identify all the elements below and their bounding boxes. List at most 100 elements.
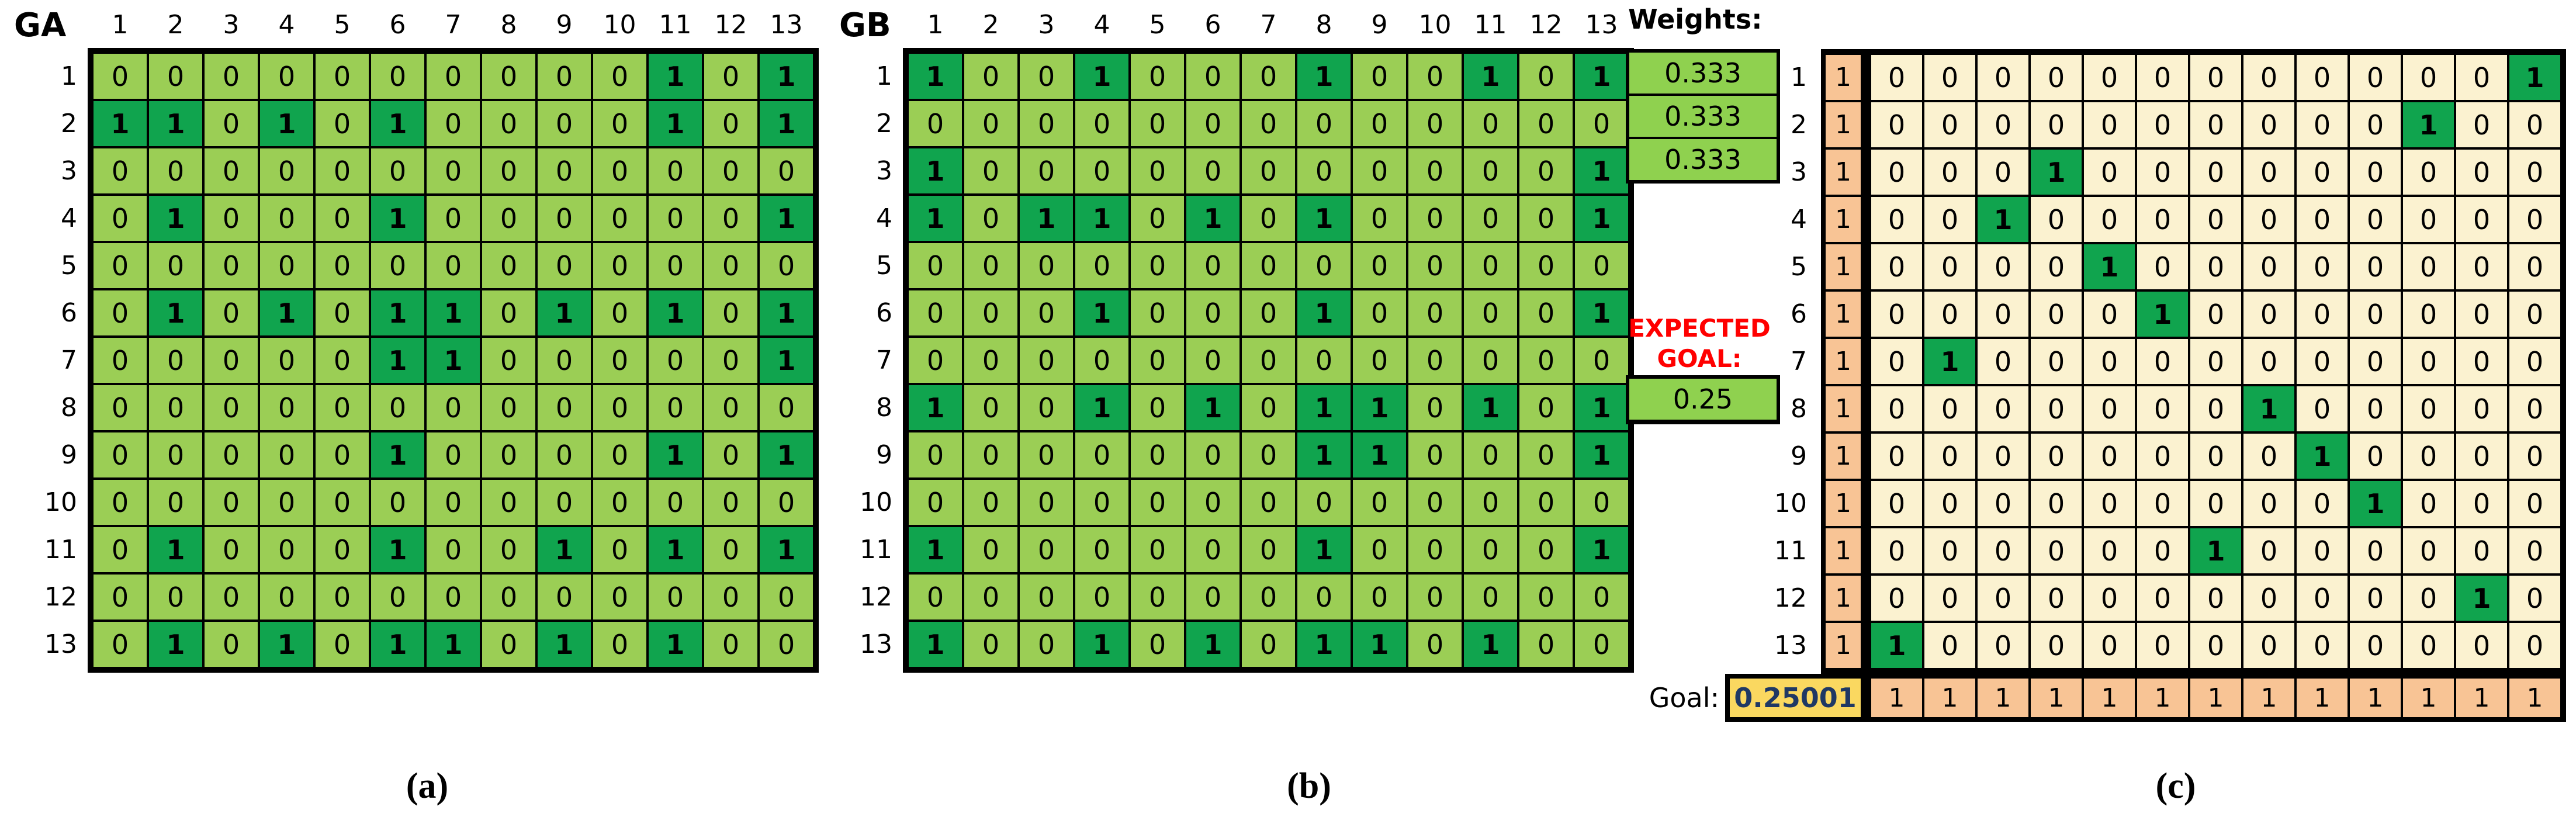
matrix-b-cell-r6c11: 0 (1464, 290, 1517, 335)
matrix-b-cell-r12c5: 0 (1131, 575, 1184, 620)
matrix-b-cell-r7c2: 0 (964, 338, 1017, 383)
matrix-c-cell-r3c2: 0 (1924, 150, 1975, 195)
matrix-b-cell-r8c1: 1 (909, 385, 962, 430)
matrix-c-cell-r13c12: 0 (2456, 623, 2507, 668)
matrix-c-cell-r1c9: 0 (2297, 55, 2348, 100)
matrix-b-col-header-9: 9 (1371, 9, 1388, 40)
goal-cell-3: 1 (1978, 679, 2028, 717)
matrix-a-row-header-6: 6 (61, 298, 77, 328)
matrix-a-cell-r9c13: 1 (760, 432, 813, 477)
matrix-a-cell-r6c10: 0 (593, 290, 646, 335)
matrix-a-cell-r6c9: 1 (538, 290, 591, 335)
matrix-c-cell-r12c8: 0 (2243, 576, 2294, 621)
matrix-a-cell-r10c11: 0 (649, 480, 702, 525)
matrix-c-cell-r12c2: 0 (1924, 576, 1975, 621)
matrix-b-col-header-6: 6 (1204, 9, 1221, 40)
matrix-c-cell-r12c11: 0 (2403, 576, 2454, 621)
matrix-b-col-header-7: 7 (1260, 9, 1277, 40)
matrix-a-cell-r10c3: 0 (205, 480, 258, 525)
matrix-a-cell-r4c3: 0 (205, 196, 258, 241)
matrix-c-cell-r3c5: 0 (2084, 150, 2135, 195)
matrix-a-cell-r12c10: 0 (593, 575, 646, 620)
matrix-a-cell-r13c4: 1 (260, 622, 313, 667)
caption-b: (b) (1287, 766, 1331, 806)
matrix-b-cell-r11c11: 0 (1464, 527, 1517, 572)
expected-goal-title: EXPECTED GOAL: (1628, 314, 1771, 373)
matrix-c-cell-r13c3: 0 (1978, 623, 2028, 668)
matrix-c-cell-r10c12: 0 (2456, 481, 2507, 526)
matrix-c-cell-r7c5: 0 (2084, 339, 2135, 384)
matrix-b-cell-r12c2: 0 (964, 575, 1017, 620)
matrix-b-cell-r1c8: 1 (1297, 54, 1351, 99)
matrix-a-cell-r11c7: 0 (427, 527, 480, 572)
matrix-b-cell-r10c10: 0 (1408, 480, 1462, 525)
matrix-b-cell-r5c3: 0 (1020, 243, 1073, 288)
matrix-c-cell-r2c7: 0 (2190, 102, 2241, 147)
matrix-c-cell-r6c9: 0 (2297, 292, 2348, 337)
matrix-a-col-header-13: 13 (770, 9, 803, 40)
matrix-a-cell-r6c13: 1 (760, 290, 813, 335)
matrix-b-col-header-10: 10 (1418, 9, 1452, 40)
matrix-b-cell-r13c3: 0 (1020, 622, 1073, 667)
matrix-a-cell-r12c6: 0 (371, 575, 424, 620)
matrix-b-cell-r7c8: 0 (1297, 338, 1351, 383)
matrix-a-cell-r9c3: 0 (205, 432, 258, 477)
matrix-a-cell-r10c5: 0 (316, 480, 369, 525)
matrix-b-cell-r2c2: 0 (964, 101, 1017, 146)
matrix-c-cell-r8c7: 0 (2190, 386, 2241, 431)
ones-cell-2: 1 (1826, 102, 1861, 147)
matrix-a-cell-r9c8: 0 (482, 432, 535, 477)
ones-cell-9: 1 (1826, 434, 1861, 479)
matrix-b-cell-r2c3: 0 (1020, 101, 1073, 146)
matrix-c-cell-r8c12: 0 (2456, 386, 2507, 431)
matrix-a-cell-r2c3: 0 (205, 101, 258, 146)
matrix-c-cell-r9c6: 0 (2137, 434, 2188, 479)
matrix-a-row-header-4: 4 (61, 203, 77, 233)
matrix-c-cell-r12c13: 0 (2509, 576, 2560, 621)
matrix-b-cell-r5c9: 0 (1353, 243, 1406, 288)
matrix-b-cell-r4c4: 1 (1075, 196, 1128, 241)
matrix-a-label: GA (14, 6, 67, 44)
matrix-a-cell-r2c1: 1 (94, 101, 147, 146)
matrix-a-cell-r7c9: 0 (538, 338, 591, 383)
matrix-a-cell-r7c6: 1 (371, 338, 424, 383)
matrix-c-cell-r5c8: 0 (2243, 244, 2294, 289)
matrix-c-cell-r6c5: 0 (2084, 292, 2135, 337)
matrix-a-cell-r9c5: 0 (316, 432, 369, 477)
matrix-a-cell-r12c8: 0 (482, 575, 535, 620)
matrix-a-cell-r8c2: 0 (149, 385, 202, 430)
matrix-a-cell-r5c8: 0 (482, 243, 535, 288)
matrix-b-cell-r10c12: 0 (1519, 480, 1573, 525)
matrix-a-cell-r2c10: 0 (593, 101, 646, 146)
matrix-a-cell-r13c3: 0 (205, 622, 258, 667)
matrix-c-row-header-5: 5 (1791, 252, 1807, 282)
matrix-a-cell-r7c4: 0 (260, 338, 313, 383)
matrix-b-cell-r4c7: 0 (1242, 196, 1295, 241)
matrix-c-cell-r2c6: 0 (2137, 102, 2188, 147)
matrix-c-cell-r9c3: 0 (1978, 434, 2028, 479)
matrix-a-cell-r1c8: 0 (482, 54, 535, 99)
matrix-b-cell-r9c1: 0 (909, 432, 962, 477)
matrix-b-cell-r2c8: 0 (1297, 101, 1351, 146)
matrix-c-cell-r2c1: 0 (1871, 102, 1922, 147)
matrix-b-cell-r7c1: 0 (909, 338, 962, 383)
matrix-b-cell-r9c5: 0 (1131, 432, 1184, 477)
matrix-c-cell-r9c12: 0 (2456, 434, 2507, 479)
matrix-b-cell-r1c4: 1 (1075, 54, 1128, 99)
matrix-c-cell-r1c10: 0 (2350, 55, 2401, 100)
matrix-b-cell-r11c13: 1 (1575, 527, 1628, 572)
matrix-c-cell-r1c3: 0 (1978, 55, 2028, 100)
matrix-c-cell-r2c11: 1 (2403, 102, 2454, 147)
matrix-c-cell-r13c4: 0 (2031, 623, 2082, 668)
matrix-b-cell-r1c7: 0 (1242, 54, 1295, 99)
matrix-b-cell-r5c1: 0 (909, 243, 962, 288)
matrix-c-row-header-3: 3 (1791, 157, 1807, 187)
matrix-c-cell-r6c4: 0 (2031, 292, 2082, 337)
matrix-a-row-header-11: 11 (44, 535, 77, 565)
matrix-c-row-header-9: 9 (1791, 441, 1807, 471)
matrix-b-cell-r5c4: 0 (1075, 243, 1128, 288)
matrix-a-cell-r1c4: 0 (260, 54, 313, 99)
matrix-b-cell-r8c13: 1 (1575, 385, 1628, 430)
matrix-b-cell-r7c5: 0 (1131, 338, 1184, 383)
